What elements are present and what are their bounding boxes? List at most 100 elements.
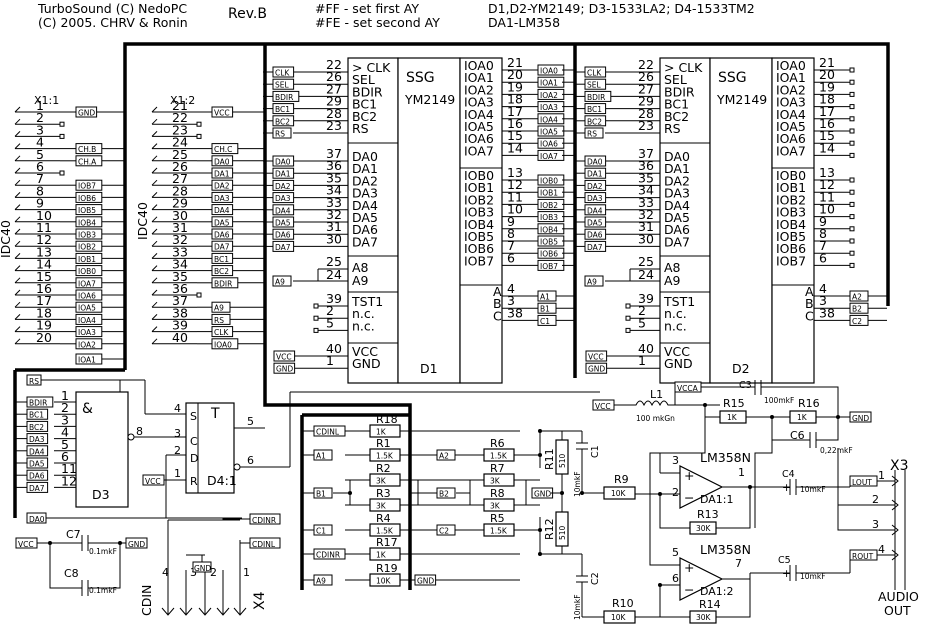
c1-value: 10mkF bbox=[573, 471, 582, 497]
d3-pin-1: 1 bbox=[61, 388, 69, 403]
x1-1-pin-15: 15 bbox=[36, 269, 52, 284]
d2-pin-ioa5: IOA5 bbox=[776, 119, 806, 134]
c4-plus: + bbox=[782, 481, 791, 494]
d2-net-da0: DA0 bbox=[587, 158, 603, 167]
x1-2-net-da5: DA5 bbox=[214, 218, 230, 227]
mix-r18-ref: R18 bbox=[376, 413, 398, 426]
d2-net-gnd: GND bbox=[588, 365, 605, 374]
d1-pinnum-28: 28 bbox=[326, 106, 342, 121]
d2-pinnum-tst-39: 39 bbox=[638, 291, 654, 306]
r13-body bbox=[689, 521, 717, 535]
x1-1-pin-bend bbox=[14, 265, 21, 271]
nc-mark bbox=[625, 327, 631, 333]
x1-1-nc bbox=[59, 121, 65, 127]
d1-net-iob7: IOB7 bbox=[540, 262, 558, 271]
x1-2-pin-bend bbox=[151, 167, 158, 174]
x1-1-pin-6: 6 bbox=[36, 159, 44, 174]
port-ff-note: #FF - set first AY bbox=[315, 1, 419, 16]
mix-r9-ref: R9 bbox=[614, 473, 629, 486]
x1-1-pin-bend bbox=[14, 277, 21, 284]
d1-net-ioa5: IOA5 bbox=[540, 128, 558, 137]
mix-r8-value: 3K bbox=[490, 502, 501, 511]
d2-pin-bc1: BC1 bbox=[664, 97, 689, 112]
d1-pinnum-33: 33 bbox=[326, 195, 342, 210]
d3-in-bc2: BC2 bbox=[29, 423, 44, 432]
d2-net-c2: C2 bbox=[852, 317, 862, 326]
d1-net-gnd: GND bbox=[276, 365, 293, 374]
d2-net-rs: RS bbox=[587, 130, 597, 139]
c2-value: 10mkF bbox=[573, 594, 582, 620]
x1-2-pin-bend bbox=[151, 179, 158, 186]
r15-ref: R15 bbox=[723, 397, 745, 410]
mix-r3-value: 3K bbox=[376, 502, 387, 511]
c5-ref: C5 bbox=[778, 555, 791, 566]
d2-pinnum-6: 6 bbox=[819, 250, 827, 265]
d1-pinnum-a8: 25 bbox=[326, 254, 342, 269]
x1-2-pin-bend bbox=[151, 301, 158, 308]
d2-pinnum-30: 30 bbox=[638, 231, 654, 246]
d1-net-da4: DA4 bbox=[275, 206, 291, 215]
mix-in-a2: A2 bbox=[439, 452, 449, 461]
parts-note-1: D1,D2-YM2149; D3-1533LA2; D4-1533TM2 bbox=[488, 1, 755, 16]
opamp1-type: LM358N bbox=[700, 450, 751, 465]
d2-pinnum-29: 29 bbox=[638, 94, 654, 109]
d2-pin-iob5: IOB5 bbox=[776, 229, 806, 244]
d1-pinnum-abc-38: 38 bbox=[507, 305, 523, 320]
power-gnd-text: GND bbox=[852, 414, 869, 423]
d2-pinnum-a9: 24 bbox=[638, 267, 654, 282]
d1-pin-ioa2: IOA2 bbox=[464, 82, 494, 97]
d2-pin-iob6: IOB6 bbox=[776, 241, 806, 256]
d2-pin-tst-2: n.c. bbox=[664, 318, 687, 333]
x1-1-pin-7: 7 bbox=[36, 171, 44, 186]
opamp1-pin3: 3 bbox=[672, 454, 679, 467]
l1-inductor bbox=[614, 390, 720, 407]
d3-pin-6: 6 bbox=[61, 449, 69, 464]
d1-pinnum-abc-4: 4 bbox=[507, 281, 515, 296]
c8-value: 0.1mkF bbox=[89, 586, 117, 595]
d2-pinnum-11: 11 bbox=[819, 189, 835, 204]
d1-net-a1: A1 bbox=[540, 293, 550, 302]
audio-label-1: AUDIO bbox=[878, 589, 919, 604]
d1-pinnum-7: 7 bbox=[507, 238, 515, 253]
opamp2-plus: + bbox=[684, 560, 694, 575]
d2-pinnum-9: 9 bbox=[819, 214, 827, 229]
d3-in-bc1: BC1 bbox=[29, 411, 44, 420]
d1-pinnum-a9: 24 bbox=[326, 267, 342, 282]
x1-2-pin-bend bbox=[151, 131, 158, 137]
d1-pinnum-23: 23 bbox=[326, 118, 342, 133]
x3-pin-3: 3 bbox=[872, 518, 879, 531]
d2-pin-ioa6: IOA6 bbox=[776, 131, 806, 146]
d1-net-iob4: IOB4 bbox=[540, 225, 558, 234]
d2-pinnum-tst-5: 5 bbox=[638, 315, 646, 330]
x1-2-net-bc1: BC1 bbox=[214, 255, 229, 264]
mix-r17-value: 1K bbox=[376, 551, 387, 560]
d4-symbol: T bbox=[210, 406, 220, 422]
mix-in-a9: A9 bbox=[316, 577, 326, 586]
mix-in-c2: C2 bbox=[439, 527, 449, 536]
revision-label: Rev.B bbox=[228, 6, 267, 22]
d1-pin-tst-0: TST1 bbox=[351, 294, 383, 309]
mix-r1-value: 1.5K bbox=[376, 452, 394, 461]
d2-pin-da6: DA6 bbox=[664, 222, 690, 237]
r14-ref: R14 bbox=[699, 598, 721, 611]
d2-pinnum-34: 34 bbox=[638, 183, 654, 198]
x3-label: X3 bbox=[890, 458, 909, 474]
d1-pin-bc1: BC1 bbox=[352, 97, 377, 112]
d2-pinnum-15: 15 bbox=[819, 128, 835, 143]
d2-pinnum-13: 13 bbox=[819, 165, 835, 180]
d1-pinnum-26: 26 bbox=[326, 69, 342, 84]
d2-net-bc2: BC2 bbox=[587, 117, 602, 126]
decoup-vcc-text: VCC bbox=[18, 540, 34, 549]
opamp2-ref: DA1:2 bbox=[700, 585, 734, 598]
r14-body bbox=[689, 610, 717, 624]
mix-r12-value: 510 bbox=[558, 525, 567, 540]
d1-pinnum-35: 35 bbox=[326, 170, 342, 185]
c6-ref: C6 bbox=[790, 429, 805, 442]
nc-mark bbox=[313, 315, 319, 321]
d2-net-da2: DA2 bbox=[587, 182, 603, 191]
nc-mark bbox=[849, 79, 855, 85]
d1-net-da0: DA0 bbox=[275, 158, 291, 167]
d1-pin-iob3: IOB3 bbox=[464, 205, 494, 220]
c2-ref: C2 bbox=[590, 572, 601, 585]
